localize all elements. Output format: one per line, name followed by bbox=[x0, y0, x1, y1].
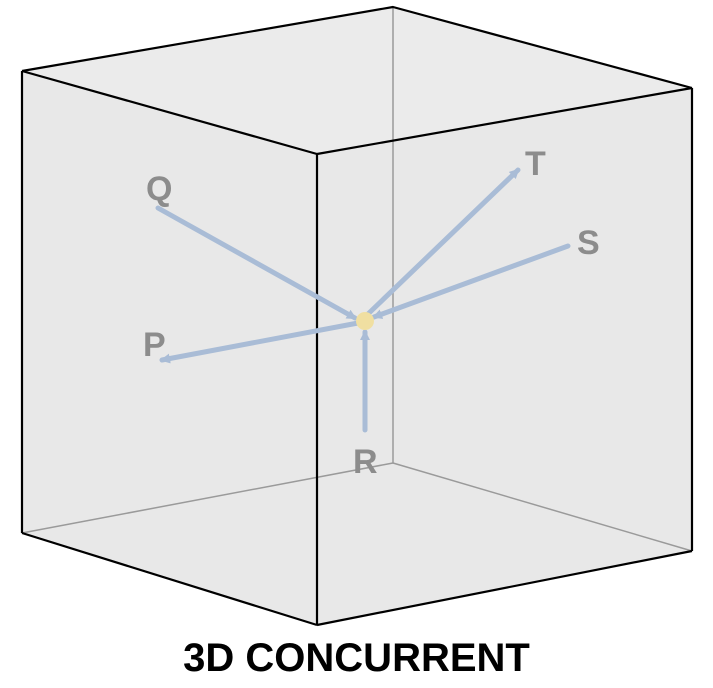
cube-front-face bbox=[22, 71, 317, 625]
hidden-edge-left bbox=[21, 462, 394, 534]
cube-visible-edges bbox=[20, 5, 694, 627]
vector-label-t: T bbox=[525, 145, 546, 183]
diagram-caption: 3D CONCURRENT bbox=[183, 636, 530, 680]
vector-p-arrow bbox=[159, 320, 361, 364]
vector-labels: Q T S P R bbox=[143, 145, 600, 481]
concurrency-point bbox=[356, 312, 374, 330]
force-vectors bbox=[155, 167, 571, 433]
front-bottom-edge bbox=[21, 531, 318, 627]
cube-right-face bbox=[317, 88, 692, 625]
vector-label-q: Q bbox=[146, 170, 172, 208]
hidden-edge-right bbox=[392, 462, 693, 552]
vector-t-arrow bbox=[365, 167, 521, 317]
vector-q-arrow bbox=[155, 205, 358, 321]
vector-s-arrow bbox=[371, 243, 571, 320]
front-top-edge bbox=[21, 69, 318, 156]
right-top-edge bbox=[316, 86, 693, 156]
vector-label-p: P bbox=[143, 326, 166, 364]
vector-label-r: R bbox=[353, 443, 378, 481]
cube-hidden-edges bbox=[21, 7, 693, 552]
right-bottom-edge bbox=[316, 549, 693, 627]
vector-label-s: S bbox=[577, 224, 600, 262]
cube-top-outline bbox=[21, 5, 693, 90]
